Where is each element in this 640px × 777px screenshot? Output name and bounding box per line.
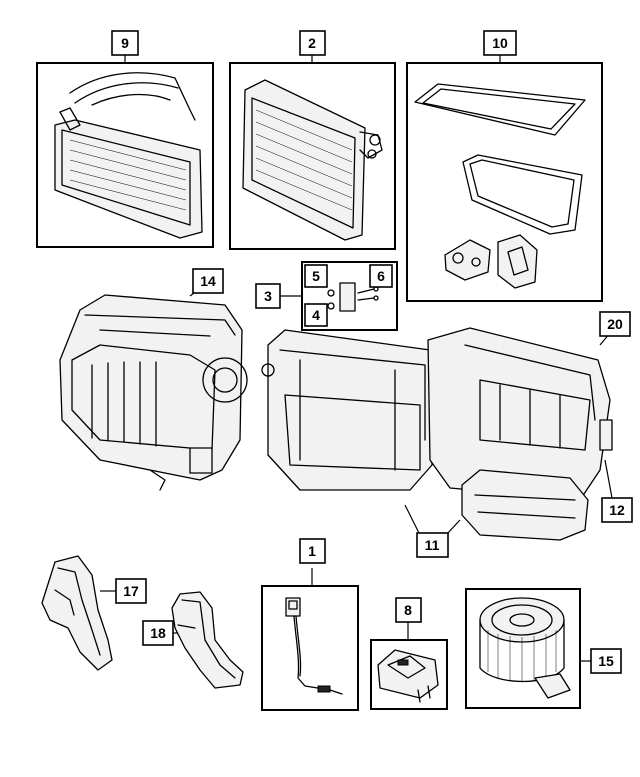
part-10-group: 10 — [406, 30, 603, 302]
callout-label-3: 3 — [264, 288, 272, 304]
part-2-group: 2 — [229, 30, 396, 250]
duct-18-drawing — [171, 591, 244, 689]
callout-label-1: 1 — [308, 543, 316, 559]
expansion-valve-drawing — [327, 282, 379, 312]
callout-label-18: 18 — [150, 625, 166, 641]
callout-label-6: 6 — [377, 268, 385, 284]
callout-label-5: 5 — [312, 268, 320, 284]
hvac-main-housing-drawing — [261, 327, 613, 541]
callout-label-4: 4 — [312, 307, 320, 323]
evaporator-fins — [255, 109, 353, 211]
callout-box-18 — [142, 620, 174, 646]
part-9-group: 9 — [36, 30, 214, 248]
callout-box-9 — [111, 30, 139, 56]
callout-box-15 — [590, 648, 622, 674]
callout-box-14 — [192, 268, 224, 294]
callout-box-5 — [304, 264, 328, 288]
callout-box-11 — [416, 532, 449, 558]
resistor-drawing — [377, 649, 439, 703]
callout-box-8 — [395, 597, 422, 623]
part-8-group: 8 — [370, 597, 448, 710]
heater-core-drawing — [54, 72, 203, 239]
callout-box-3 — [255, 283, 281, 309]
callout-label-9: 9 — [121, 35, 129, 51]
part-14-group: 14 — [59, 268, 248, 491]
callout-box-4 — [304, 303, 328, 327]
callout-label-2: 2 — [308, 35, 316, 51]
callout-box-2 — [299, 30, 326, 56]
duct-17-drawing — [41, 555, 113, 671]
callout-label-10: 10 — [492, 35, 508, 51]
evaporator-drawing — [242, 79, 383, 241]
blower-wheel-vanes — [487, 630, 557, 682]
callout-label-14: 14 — [200, 273, 216, 289]
callout-box-1 — [299, 538, 326, 564]
callout-label-15: 15 — [598, 653, 614, 669]
part-18-group: 18 — [142, 591, 244, 689]
callout-box-20 — [599, 311, 631, 337]
part-1-frame — [261, 585, 359, 711]
sensor-drawing — [285, 597, 343, 695]
callout-label-11: 11 — [425, 537, 440, 553]
part-3-group: 5 6 4 3 — [255, 261, 398, 331]
callout-box-6 — [369, 264, 393, 288]
hvac-housing-drawing — [59, 294, 248, 491]
callout-label-20: 20 — [607, 316, 623, 332]
part-11-group: 11 20 12 — [261, 311, 633, 558]
callout-label-17: 17 — [123, 583, 139, 599]
part-1-group: 1 — [261, 538, 359, 711]
callout-box-12 — [601, 497, 633, 523]
callout-label-12: 12 — [609, 502, 625, 518]
part-17-group: 17 — [41, 555, 147, 671]
callout-box-10 — [483, 30, 517, 56]
callout-box-17 — [115, 578, 147, 604]
blower-motor-drawing — [479, 597, 571, 699]
housing-ribs — [91, 361, 157, 447]
heater-core-fins — [69, 139, 187, 211]
callout-label-8: 8 — [404, 602, 412, 618]
part-15-group: 15 — [465, 588, 622, 709]
seal-kit-drawing — [414, 83, 586, 289]
